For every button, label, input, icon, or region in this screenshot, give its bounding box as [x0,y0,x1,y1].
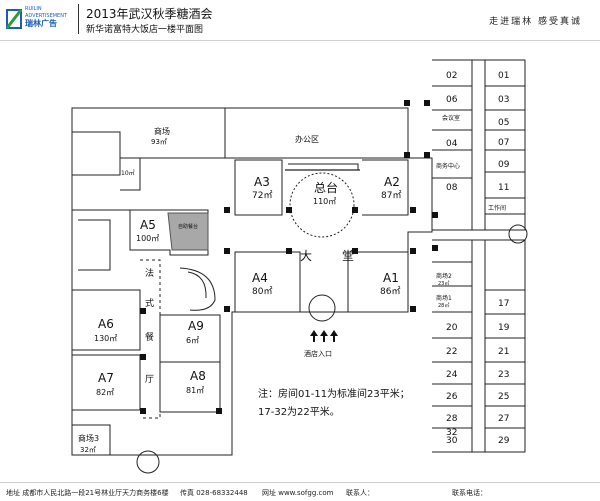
a2-name: A2 [384,175,400,189]
a6-name: A6 [98,317,114,331]
room-number: 24 [446,370,458,380]
page-subtitle: 新华诺富特大饭店一楼平面图 [86,25,204,35]
restaurant-char4: 厅 [145,374,154,385]
restaurant-char3: 餐 [145,331,154,343]
footer-contact: 联系人： [346,489,374,497]
ruilin-logo-icon [6,9,22,29]
room-number: 19 [498,323,510,333]
mall-top-area: 93㎡ [151,138,167,146]
logo-line1: RUILIN [25,6,42,12]
front-desk-area: 110㎡ [313,197,336,206]
room-number: 02 [446,71,457,81]
restaurant-char2: 式 [145,297,154,309]
a6-area: 130㎡ [94,334,117,343]
room-number: 05 [498,118,509,128]
room-number: 25 [498,392,509,402]
logo-line2: ADVERTISEMENT [25,13,68,19]
note-line1: 注：房间01-11为标准间23平米； [258,387,410,400]
room-number: 11 [498,183,509,193]
small-room-area: 10㎡ [121,169,135,177]
a4-name: A4 [252,271,268,285]
room-number: 27 [498,414,509,424]
footer-phone: 传真 028-68332448 [180,489,248,497]
a3-name: A3 [254,175,270,189]
mall2-area: 23㎡ [438,280,449,287]
room-number: 29 [498,436,510,446]
mall1-name: 商场1 [436,294,452,302]
room-number: 04 [446,139,458,149]
restaurant-char1: 法 [145,267,154,279]
meeting-room-label: 会议室 [442,114,460,122]
mall2-name: 商场2 [436,272,452,280]
entrance-label: 酒店入口 [304,349,332,358]
front-desk-name: 总台 [314,180,338,195]
a8-area: 81㎡ [186,386,204,395]
room-number: 07 [498,138,509,148]
room-number: 26 [446,392,458,402]
lobby-char1: 大 [300,249,312,263]
mall1-area: 28㎡ [438,302,449,309]
a7-name: A7 [98,371,114,385]
room-number: 08 [446,183,458,193]
room-number: 30 [446,436,458,446]
room-number: 20 [446,323,458,333]
room-number: 28 [446,414,458,424]
brand-logo: RUILIN ADVERTISEMENT 瑞林广告 [6,6,74,34]
staff-room-label: 工作间 [488,204,506,212]
right-room-grid [432,85,525,429]
a5-name: A5 [140,218,156,232]
room-number: 22 [446,347,457,357]
right-room-numbers: 02 06 04 08 01 03 05 07 09 11 20 22 24 2… [446,71,510,446]
a1-name: A1 [383,271,399,285]
entrance-arrows [310,330,338,342]
room-32-label: 32 [446,428,458,438]
a9-area: 6㎡ [186,336,199,345]
buffet-counter [167,212,209,251]
footer: 地址 成都市人民北路一段21号林业厅天力商务楼6楼 传真 028-6833244… [0,482,600,501]
pillars [140,100,438,414]
a3-area: 72㎡ [252,190,272,201]
slogan: 走进瑞林 感受真诚 [489,17,582,27]
a5-area: 100㎡ [136,234,159,243]
business-center-label: 商务中心 [436,162,460,170]
a7-area: 82㎡ [96,388,114,397]
room-number: 17 [498,299,509,309]
room-number: 21 [498,347,509,357]
footer-site: 网址 www.sofgg.com [262,489,334,497]
logo-line3: 瑞林广告 [25,19,57,28]
mall-top-name: 商场 [154,126,170,136]
buffet-label: 自助餐台 [178,223,198,230]
header: RUILIN ADVERTISEMENT 瑞林广告 2013年武汉秋季糖酒会 新… [0,0,600,41]
mall3-name: 商场3 [78,433,99,443]
room-number: 03 [498,95,509,105]
a2-area: 87㎡ [381,190,401,201]
a1-area: 86㎡ [380,286,400,297]
a4-area: 80㎡ [252,286,272,297]
a9-name: A9 [188,319,204,333]
office-name: 办公区 [295,134,319,144]
page-title: 2013年武汉秋季糖酒会 [86,7,213,21]
lobby-char2: 堂 [342,249,354,263]
footer-address: 地址 成都市人民北路一段21号林业厅天力商务楼6楼 [6,489,169,497]
note-line2: 17-32为22平米。 [258,405,340,418]
room-number: 09 [498,160,510,170]
header-divider [78,4,79,34]
room-number: 23 [498,370,509,380]
mall3-area: 32㎡ [80,446,96,454]
a8-name: A8 [190,369,206,383]
room-number: 01 [498,71,509,81]
footer-tel: 联系电话： [452,489,487,497]
room-number: 06 [446,95,458,105]
